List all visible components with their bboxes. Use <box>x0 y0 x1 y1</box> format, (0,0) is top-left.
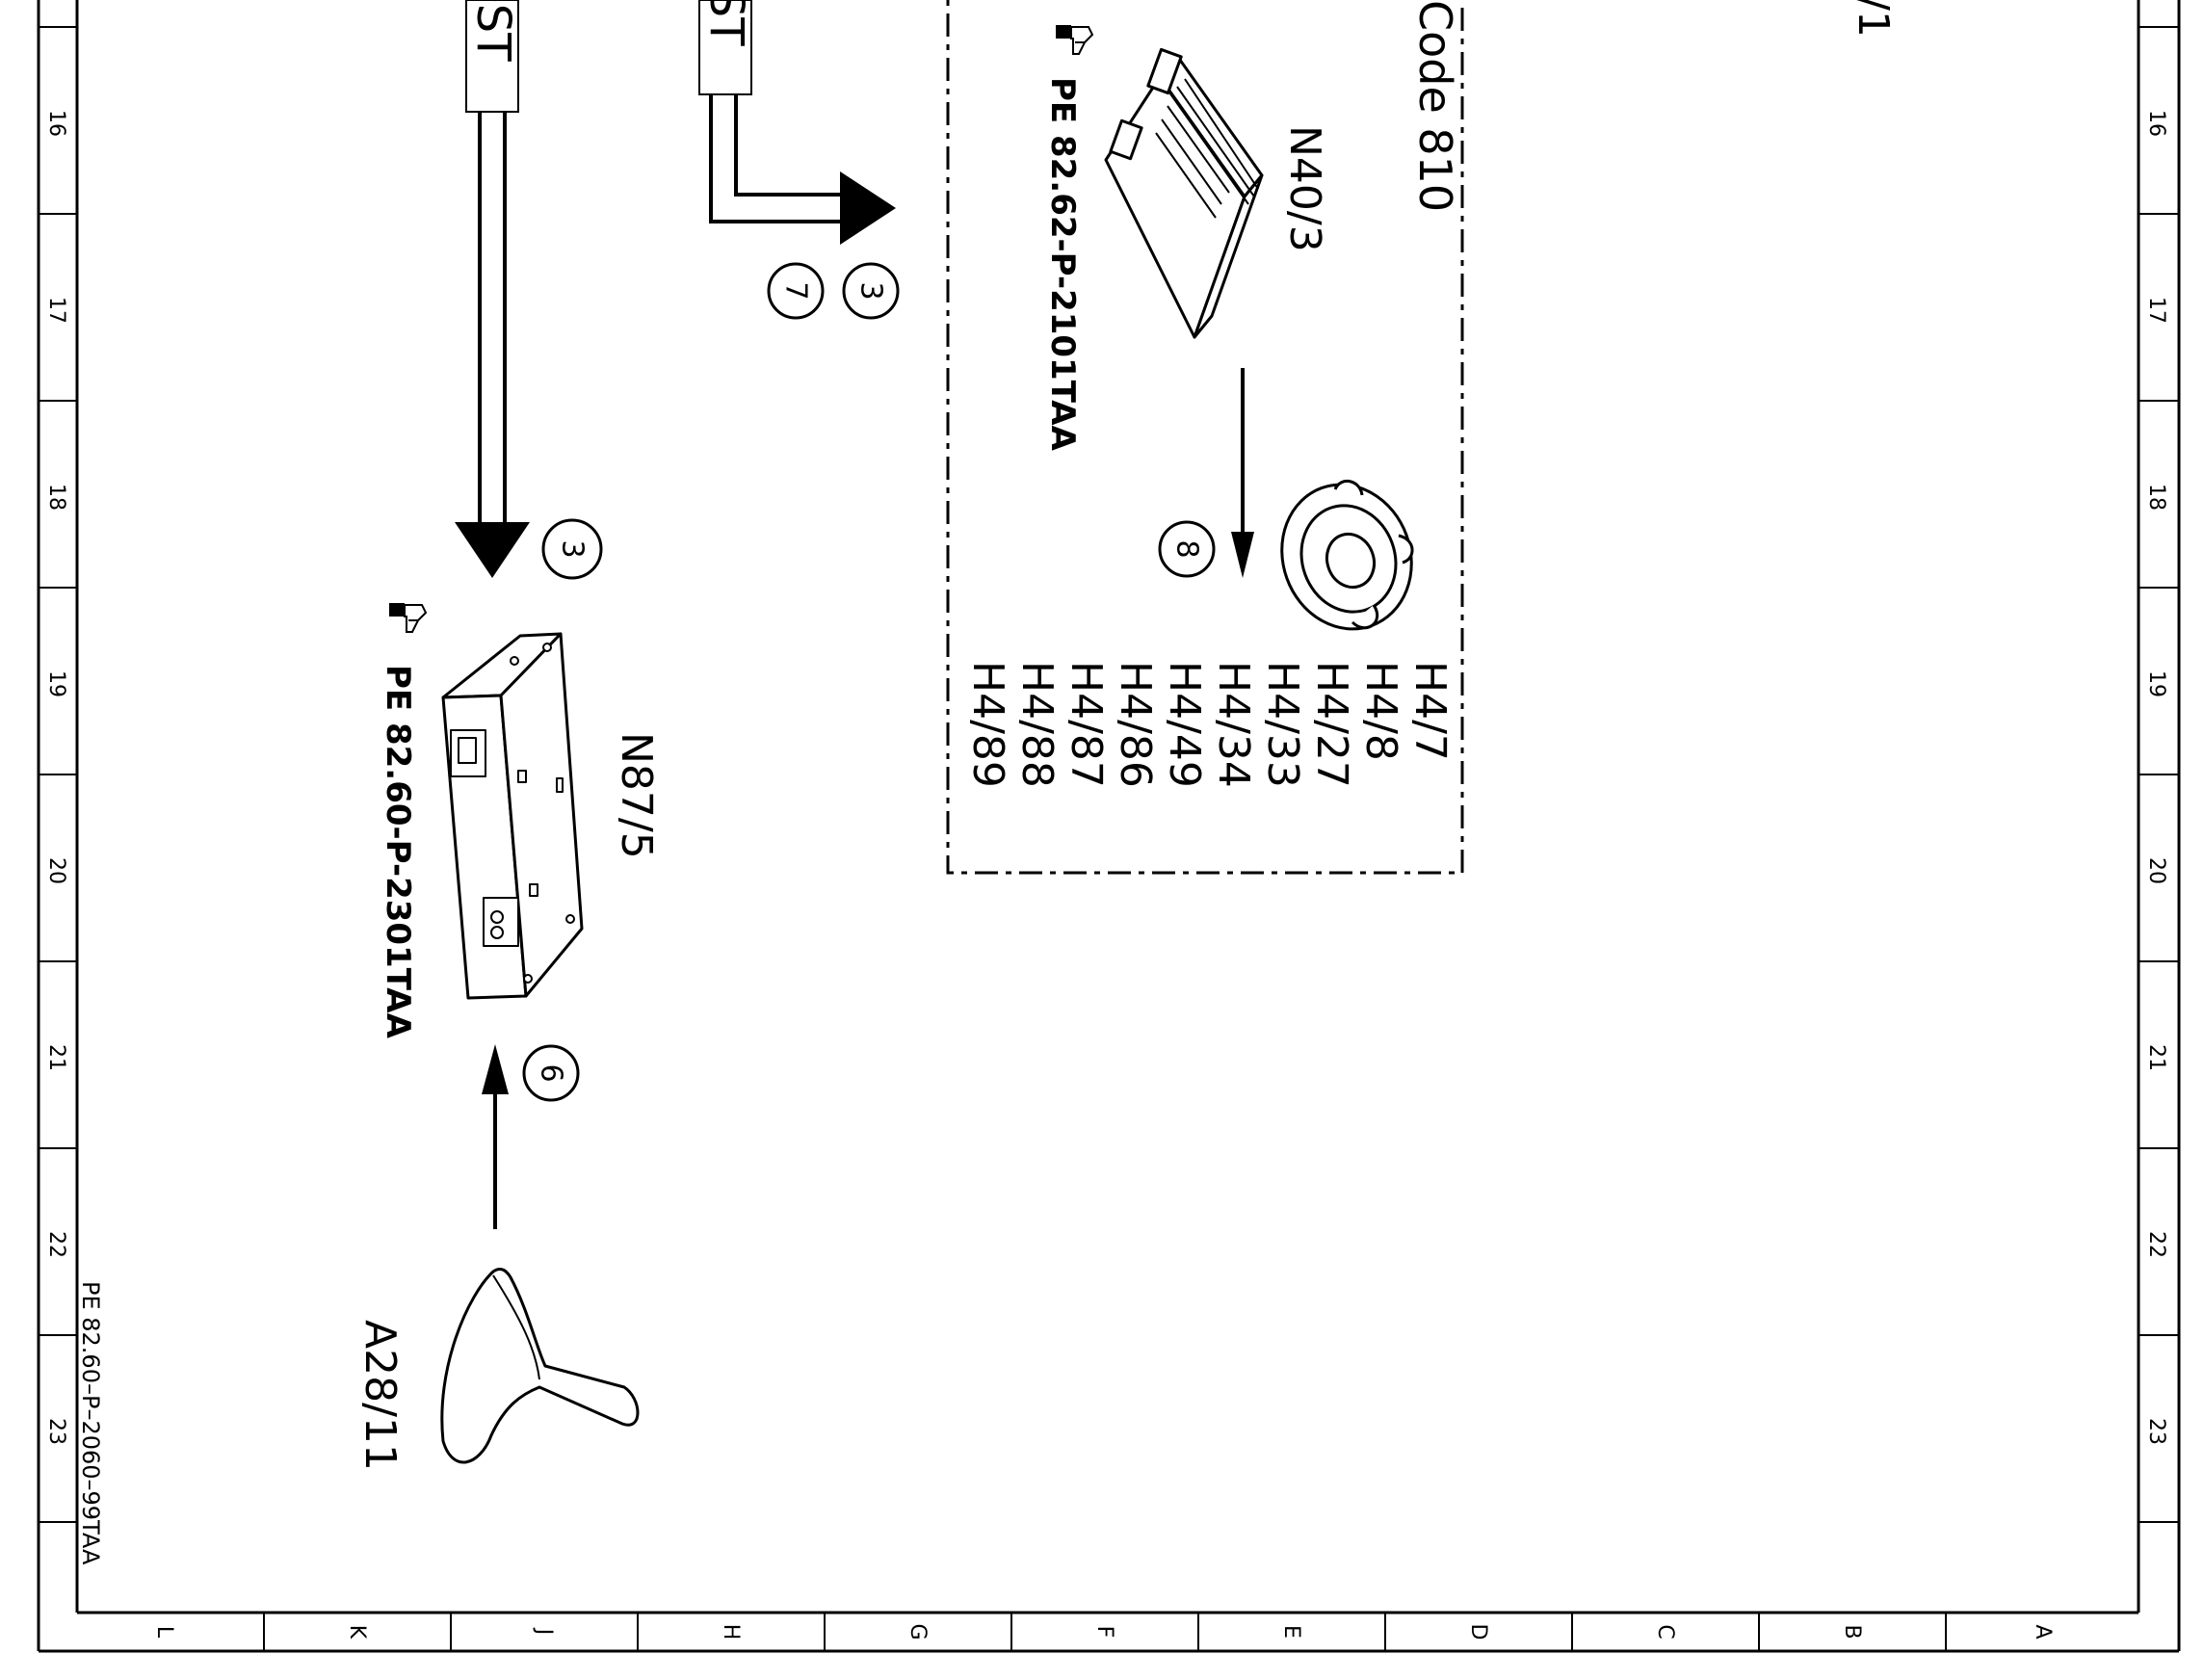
component-label-n40-3: N40/3 <box>1280 125 1329 252</box>
top-fragment-left: OST <box>465 0 520 113</box>
arrow-right-icon <box>840 171 896 245</box>
row-number: 23 <box>2144 1418 2168 1445</box>
row-number: 18 <box>44 484 68 511</box>
arrow-down-icon <box>455 522 530 578</box>
column-letter: C <box>1653 1624 1677 1639</box>
control-unit-icon <box>1104 47 1264 339</box>
column-letter: B <box>1840 1624 1864 1639</box>
row-number: 17 <box>44 297 68 324</box>
callout-7: 7 <box>767 262 825 320</box>
row-numbers-left: 16 17 18 19 20 21 22 23 <box>44 110 68 1445</box>
antenna-icon <box>440 1268 640 1464</box>
arrow-up-icon <box>482 1044 509 1094</box>
speaker-id: H4/49 <box>1160 661 1209 788</box>
row-numbers-right: 16 17 18 19 20 21 22 23 <box>2144 110 2168 1445</box>
column-letter: A <box>2031 1624 2055 1639</box>
speaker-id: H4/8 <box>1356 661 1405 761</box>
arrow-down-icon <box>1231 532 1254 578</box>
row-number: 17 <box>2144 297 2168 324</box>
row-ticks <box>39 26 2179 1523</box>
callout-number: 6 <box>535 1063 568 1082</box>
row-number: 19 <box>44 670 68 697</box>
speaker-id: H4/87 <box>1062 661 1111 788</box>
pointing-hand-icon <box>389 603 428 633</box>
speaker-icon <box>1280 480 1414 631</box>
column-letter: G <box>905 1623 930 1640</box>
component-label-n87-5: N87/5 <box>612 732 661 859</box>
callout-6: 6 <box>522 1044 580 1102</box>
column-ticks <box>263 1613 1947 1651</box>
row-number: 22 <box>2144 1231 2168 1258</box>
speaker-id: H4/86 <box>1111 661 1160 788</box>
top-right-fragment: /1 <box>1849 0 1898 38</box>
speaker-id: H4/34 <box>1209 661 1258 788</box>
column-letter: F <box>1092 1626 1116 1639</box>
speaker-id: H4/7 <box>1405 661 1455 761</box>
callout-number: 7 <box>779 281 813 300</box>
top-fragment-text: OST <box>466 0 520 62</box>
component-ref-n87-5: PE 82.60-P-2301TAA <box>379 665 417 1039</box>
row-number: 18 <box>2144 484 2168 511</box>
callout-number: 3 <box>854 281 888 300</box>
column-letter: J <box>532 1627 556 1636</box>
wire-to-n40-3 <box>709 94 844 223</box>
row-number: 21 <box>44 1044 68 1071</box>
row-number: 19 <box>2144 670 2168 697</box>
module-box-icon <box>441 632 584 1000</box>
row-number: 20 <box>44 857 68 884</box>
callout-8: 8 <box>1158 520 1216 578</box>
column-letter: K <box>345 1625 369 1640</box>
callout-number: 8 <box>1170 539 1204 558</box>
column-letter: D <box>1466 1624 1490 1641</box>
column-letters: L K J H G F E D C B A <box>152 1623 2055 1640</box>
row-number: 21 <box>2144 1044 2168 1071</box>
speaker-id: H4/27 <box>1307 661 1356 788</box>
pointing-hand-icon <box>1056 25 1094 55</box>
sheet-frame <box>37 0 2181 1653</box>
component-label-a28-11: A28/11 <box>355 1320 405 1471</box>
wire-to-n87-5 <box>478 112 507 528</box>
top-fragment-right: OST <box>698 0 753 95</box>
document-reference: PE 82.60–P–2060–99TAA <box>77 1281 104 1565</box>
row-number: 23 <box>44 1418 68 1445</box>
row-number: 16 <box>44 110 68 137</box>
callout-number: 3 <box>556 539 590 558</box>
top-fragment-text: OST <box>699 0 753 46</box>
speaker-list: H4/7 H4/8 H4/27 H4/33 H4/34 H4/49 H4/86 … <box>963 661 1455 788</box>
column-letter: H <box>719 1624 743 1641</box>
option-code-box <box>946 0 1464 875</box>
speaker-id: H4/33 <box>1258 661 1307 788</box>
row-number: 16 <box>2144 110 2168 137</box>
row-number: 20 <box>2144 857 2168 884</box>
callout-3-top: 3 <box>842 262 900 320</box>
component-ref-n40-3: PE 82.62-P-2101TAA <box>1043 77 1082 452</box>
option-code-label: Code 810 <box>1409 0 1461 212</box>
speaker-id: H4/88 <box>1012 661 1062 788</box>
column-letter: E <box>1279 1625 1303 1639</box>
callout-3-mid: 3 <box>541 518 603 580</box>
row-number: 22 <box>44 1231 68 1258</box>
speaker-id: H4/89 <box>963 661 1012 788</box>
column-letter: L <box>152 1626 176 1639</box>
